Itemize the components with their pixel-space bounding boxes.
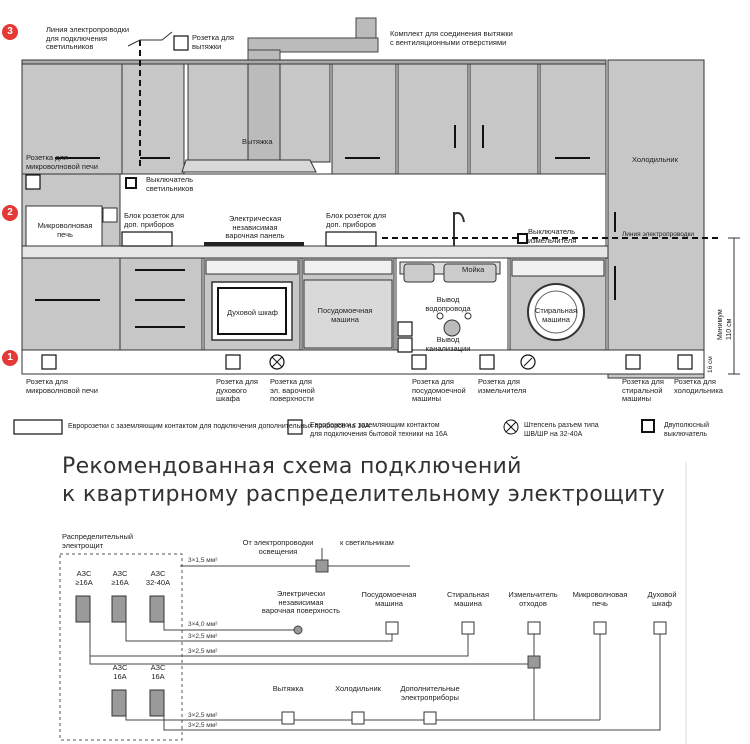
socket-block-left-label: Блок розеток для доп. приборов xyxy=(124,211,185,229)
consumer-microwave: Микроволновая печь xyxy=(572,590,628,608)
wire-label-2: 3×4,0 мм² xyxy=(188,621,218,628)
scheme-title-line1: Рекомендованная схема подключений xyxy=(62,454,522,479)
microwave-socket-top-label: Розетка для микроволновой печи xyxy=(26,153,98,171)
breaker-top-2: АЗС ≥16А xyxy=(111,569,129,587)
marker-2: 2 xyxy=(2,205,18,221)
wiring-lights-label: Линия электропроводки для подключения св… xyxy=(46,25,130,51)
from-lighting-label: От электропроводки освещения xyxy=(242,538,314,556)
washer-label: Стиральная машина xyxy=(534,306,578,324)
to-lamps-label: к светильникам xyxy=(340,538,394,547)
wire-label-5: 3×2,5 мм² xyxy=(188,712,218,719)
bottom-label-dishwasher: Розетка для посудомоечной машины xyxy=(412,377,466,403)
panel-label: Распределительный электрощит xyxy=(62,532,134,550)
consumer-shredder: Измельчитель отходов xyxy=(508,590,558,608)
consumer-extra: Дополнительные электроприборы xyxy=(400,684,460,702)
wire-label-1: 3×1,5 мм² xyxy=(188,557,218,564)
legend-switch: Двуполюсный выключатель xyxy=(664,422,709,438)
legend-euro-triple: Евророзетки с заземляющим контактом для … xyxy=(68,423,370,430)
hood-label: Вытяжка xyxy=(242,137,273,146)
scheme-title-line2: к квартирному распределительному электро… xyxy=(62,482,666,507)
wiring-line-label: Линия электропроводки xyxy=(622,231,695,238)
microwave-label: Микроволновая печь xyxy=(37,221,93,239)
legend-euro-single: Евророзетки с заземляющим контактом для … xyxy=(310,422,448,438)
consumer-dishwasher: Посудомоечная машина xyxy=(361,590,417,608)
socket-block-right-label: Блок розеток для доп. приборов xyxy=(326,211,387,229)
shredder-switch-label: Выключатель измельчителя xyxy=(528,227,577,245)
bottom-label-washer: Розетка для стиральной машины xyxy=(622,377,664,403)
marker-1: 1 xyxy=(2,350,18,366)
bottom-label-fridge: Розетка для холодильника xyxy=(674,377,723,395)
consumer-hood: Вытяжка xyxy=(272,684,304,693)
hob-label: Электрическая независимая варочная панел… xyxy=(225,214,285,240)
sewer-outlet-label: Вывод канализации xyxy=(425,335,471,353)
marker-3: 3 xyxy=(2,24,18,40)
vent-kit-label: Комплект для соединения вытяжки с вентил… xyxy=(390,29,513,47)
hood-socket-label: Розетка для вытяжки xyxy=(192,33,234,51)
wire-label-6: 3×2,5 мм² xyxy=(188,722,218,729)
water-outlet-label: Вывод водопровода xyxy=(425,295,471,313)
oven-label: Духовой шкаф xyxy=(227,308,278,317)
breaker-bottom-2: АЗС 16А xyxy=(150,663,166,681)
breaker-top-3: АЗС 32-40А xyxy=(145,569,171,587)
consumer-hob: Электрически независимая варочная поверх… xyxy=(261,589,341,615)
wire-label-4: 3×2,5 мм² xyxy=(188,648,218,655)
dishwasher-label: Посудомоечная машина xyxy=(317,306,373,324)
wire-label-3: 3×2,5 мм² xyxy=(188,633,218,640)
bottom-label-microwave: Розетка для микроволновой печи xyxy=(26,377,98,395)
height-small-label: 16 см xyxy=(707,356,714,373)
bottom-label-shredder: Розетка для измельчителя xyxy=(478,377,527,395)
bottom-label-hob: Розетка для эл. варочной поверхности xyxy=(270,377,315,403)
bottom-label-oven: Розетка для духового шкафа xyxy=(216,377,258,403)
height-label: Минимум 110 см xyxy=(717,309,733,340)
legend-plug: Штепсель разъем типа ШВ/ШР на 32-40А xyxy=(524,422,599,438)
sink-label: Мойка xyxy=(462,265,485,274)
breaker-top-1: АЗС ≥16А xyxy=(75,569,93,587)
consumer-oven: Духовой шкаф xyxy=(647,590,677,608)
breaker-bottom-1: АЗС 16А xyxy=(112,663,128,681)
fridge-label: Холодильник xyxy=(632,155,678,164)
consumer-washer: Стиральная машина xyxy=(446,590,490,608)
light-switch-label: Выключатель светильников xyxy=(146,175,194,193)
consumer-fridge: Холодильник xyxy=(335,684,381,693)
